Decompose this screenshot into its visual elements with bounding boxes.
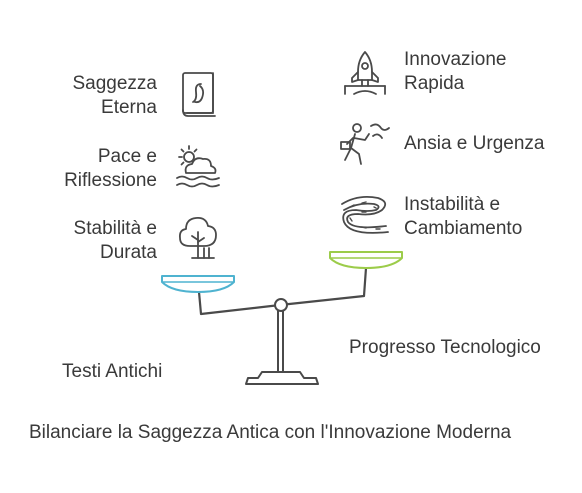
left-item-1-line1: Saggezza xyxy=(72,73,157,94)
left-item-1-label: Saggezza Eterna xyxy=(72,72,157,120)
right-item-3-label: Instabilità e Cambiamento xyxy=(404,193,522,241)
left-pan xyxy=(161,275,235,293)
right-side-label: Progresso Tecnologico xyxy=(349,337,541,358)
book-icon xyxy=(182,72,216,117)
left-side-label: Testi Antichi xyxy=(62,361,163,382)
rocket-icon xyxy=(344,51,386,95)
scale-pivot xyxy=(274,298,288,312)
right-item-2-label: Ansia e Urgenza xyxy=(404,132,544,156)
right-pan xyxy=(329,251,403,269)
left-item-1-line2: Eterna xyxy=(101,97,157,118)
left-pan-hanger xyxy=(197,291,281,316)
left-item-2-label: Pace e Riflessione xyxy=(64,145,157,193)
scale-base xyxy=(245,371,319,385)
right-pan-hanger xyxy=(279,267,368,307)
tree-icon xyxy=(178,217,217,259)
scale-pole xyxy=(277,305,284,373)
running-person-icon xyxy=(340,123,390,165)
right-item-3-line2: Cambiamento xyxy=(404,218,523,239)
left-item-3-label: Stabilità e Durata xyxy=(74,217,157,265)
right-item-3-line1: Instabilità e xyxy=(404,194,501,215)
winding-road-icon xyxy=(341,195,389,234)
right-item-1-line1: Innovazione xyxy=(404,49,507,70)
right-item-2-line1: Ansia e Urgenza xyxy=(404,133,545,154)
diagram-title: Bilanciare la Saggezza Antica con l'Inno… xyxy=(29,422,512,443)
left-item-2-line1: Pace e xyxy=(97,146,157,167)
left-item-3-line2: Durata xyxy=(99,242,157,263)
sun-water-icon xyxy=(176,145,220,188)
left-item-3-line1: Stabilità e xyxy=(73,218,157,239)
left-item-2-line2: Riflessione xyxy=(64,170,157,191)
right-item-1-line2: Rapida xyxy=(404,73,465,94)
right-item-1-label: Innovazione Rapida xyxy=(404,48,506,96)
